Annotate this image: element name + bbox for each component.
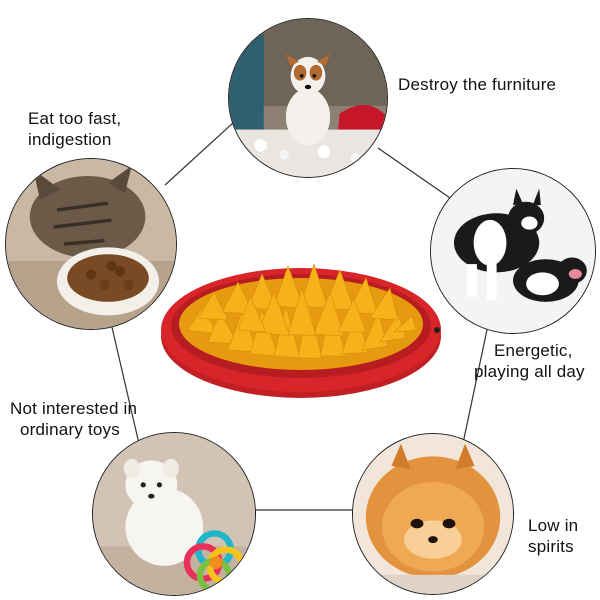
- label-low-spirits-line1: Low in: [528, 516, 579, 535]
- label-toys-line2: ordinary toys: [20, 420, 120, 439]
- label-eat-fast-line2: indigestion: [28, 130, 112, 149]
- furniture-photo: [228, 18, 388, 178]
- label-toys-line1: Not interested in: [10, 399, 138, 418]
- label-toys: Not interested in ordinary toys: [10, 398, 137, 440]
- label-low-spirits: Low in spirits: [528, 515, 578, 557]
- label-eat-fast-line1: Eat too fast,: [28, 109, 122, 128]
- snuffle-mat-image: [158, 252, 444, 402]
- energetic-photo: [430, 168, 596, 334]
- label-energetic-line2: playing all day: [474, 362, 585, 381]
- label-furniture: Destroy the furniture: [398, 74, 556, 95]
- label-energetic-line1: Energetic,: [494, 341, 573, 360]
- toys-photo: [92, 432, 256, 596]
- label-furniture-text: Destroy the furniture: [398, 75, 557, 94]
- label-low-spirits-line2: spirits: [528, 537, 574, 556]
- label-energetic: Energetic, playing all day: [474, 340, 585, 382]
- eat-fast-photo: [5, 158, 177, 330]
- low-spirits-photo: [352, 433, 514, 595]
- label-eat-fast: Eat too fast, indigestion: [28, 108, 121, 150]
